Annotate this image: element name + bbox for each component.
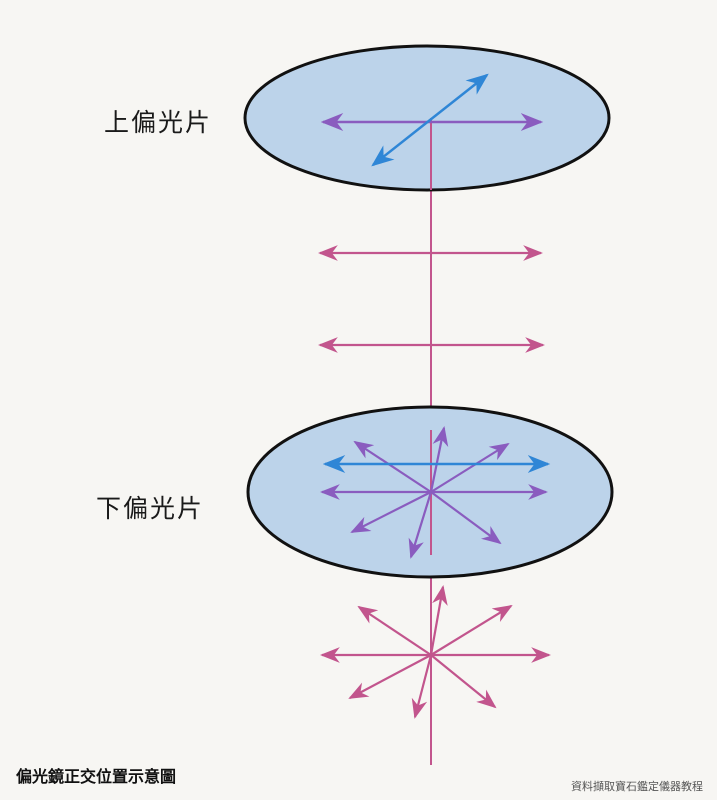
- unpolarized-light-star: [320, 585, 551, 719]
- lower-polarizer-label: 下偏光片: [96, 494, 205, 523]
- figure-caption: 偏光鏡正交位置示意圖: [16, 767, 177, 786]
- upper-polarizer-label: 上偏光片: [104, 108, 213, 137]
- source-credit: 資料擷取寶石鑑定儀器教程: [571, 780, 703, 793]
- upper-polarizer-disc: [243, 44, 611, 192]
- lower-disc-light-star: [320, 426, 548, 559]
- upper-polarizer-direction-arrow: [371, 73, 489, 167]
